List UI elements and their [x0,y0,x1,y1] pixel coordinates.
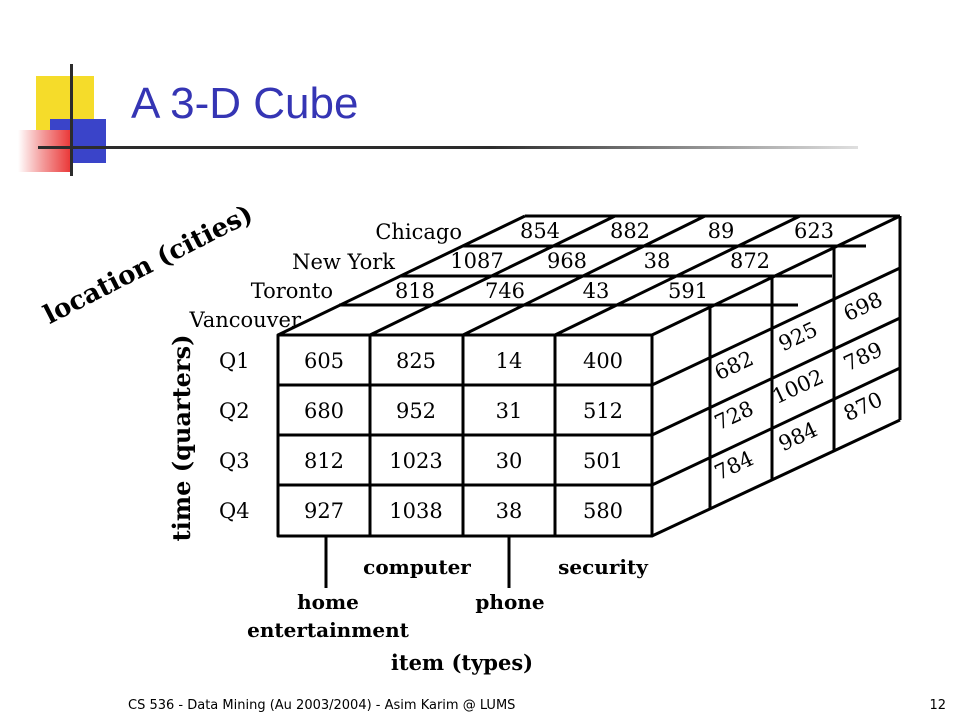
cell-newyork-phone: 38 [644,249,671,273]
cell-vancouver-q3-phone: 30 [496,449,523,473]
city-label-vancouver: Vancouver [188,308,302,332]
cell-chicago-computer: 882 [610,219,650,243]
cell-vancouver-q2-security: 512 [583,399,623,423]
cell-vancouver-q3-home: 812 [304,449,344,473]
slide-footer: CS 536 - Data Mining (Au 2003/2004) - As… [128,698,516,713]
item-label-security: security [558,555,649,579]
logo-vertical-line [70,64,73,176]
cell-vancouver-q4-home: 927 [304,499,344,523]
cell-vancouver-q4-phone: 38 [496,499,523,523]
cell-vancouver-q2-phone: 31 [496,399,523,423]
cell-right-col2-q2: 1002 [769,364,828,408]
cell-newyork-security: 872 [730,249,770,273]
item-label-entertainment: entertainment [247,618,410,642]
cell-chicago-phone: 89 [708,219,735,243]
cell-toronto-phone: 43 [583,279,610,303]
item-label-computer: computer [363,555,471,579]
slide-logo [0,0,858,190]
cell-vancouver-q1-security: 400 [583,349,623,373]
cell-toronto-computer: 746 [485,279,525,303]
cell-vancouver-q2-home: 680 [304,399,344,423]
time-axis-label: time (quarters) [167,335,196,542]
item-label-home: home [297,590,359,614]
cell-chicago-home: 854 [520,219,560,243]
logo-red-square [18,130,70,172]
cell-vancouver-q1-home: 605 [304,349,344,373]
quarter-label-q2: Q2 [219,399,250,423]
cell-vancouver-q4-computer: 1038 [389,499,442,523]
cell-right-col1-q2: 682 [711,346,757,385]
cell-vancouver-q1-computer: 825 [396,349,436,373]
page-number: 12 [929,698,946,713]
cell-vancouver-q3-computer: 1023 [389,449,442,473]
slide-title: A 3-D Cube [131,79,359,128]
quarter-label-q1: Q1 [219,349,250,373]
cell-newyork-computer: 968 [547,249,587,273]
cell-newyork-home: 1087 [450,249,503,273]
cell-toronto-security: 591 [668,279,708,303]
quarter-label-q4: Q4 [219,499,250,523]
cell-right-col1-q3: 728 [711,396,757,435]
item-axis-label: item (types) [391,650,533,675]
cell-chicago-security: 623 [794,219,834,243]
quarter-label-q3: Q3 [219,449,250,473]
cell-vancouver-q4-security: 580 [583,499,623,523]
item-label-phone: phone [475,590,544,614]
cell-vancouver-q2-computer: 952 [396,399,436,423]
city-label-chicago: Chicago [375,220,462,244]
cell-right-col1-q4: 784 [711,446,757,485]
city-label-toronto: Toronto [251,279,333,303]
cell-toronto-home: 818 [395,279,435,303]
cell-vancouver-q3-security: 501 [583,449,623,473]
cell-vancouver-q1-phone: 14 [496,349,523,373]
title-underline [38,146,858,149]
city-label-newyork: New York [292,250,395,274]
